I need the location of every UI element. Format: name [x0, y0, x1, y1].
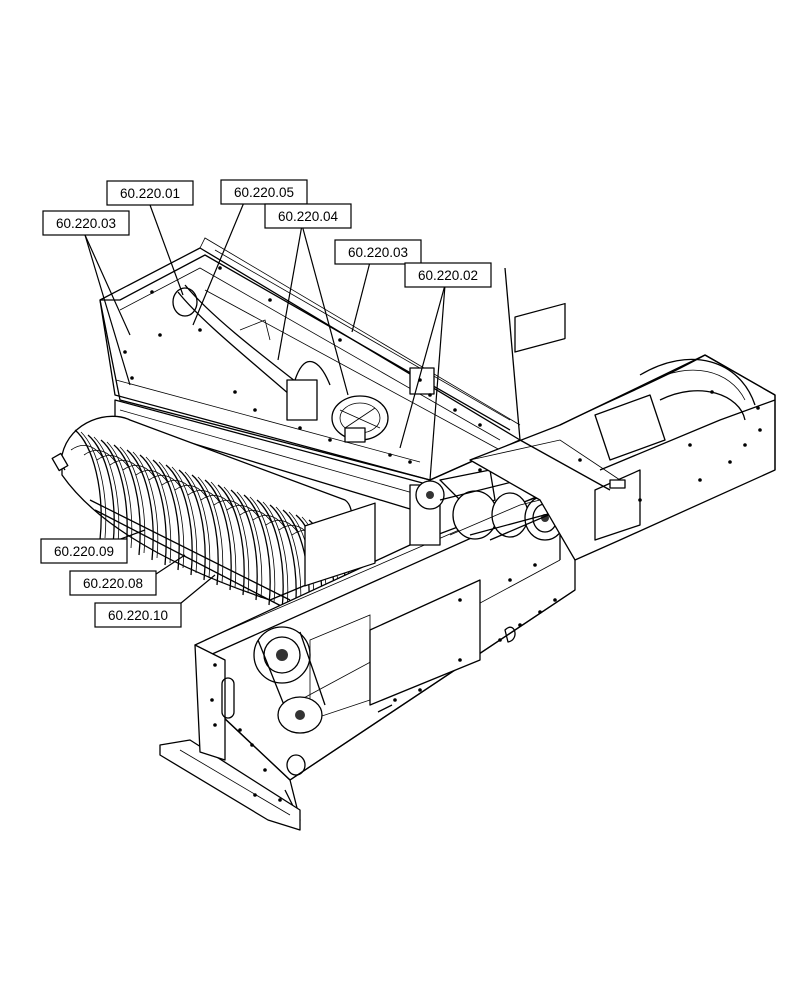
rotor-tine-curl: [239, 510, 273, 524]
rotor-tine: [230, 489, 258, 601]
rotor-tine-inner: [171, 466, 198, 574]
leader-c6a: [399, 284, 446, 449]
rotor-tine-inner: [262, 501, 289, 609]
leader-c2: [192, 199, 246, 326]
rotor-tine-inner: [158, 461, 185, 569]
drive-assembly: [409, 302, 601, 560]
svg-text:60.220.05: 60.220.05: [234, 185, 294, 200]
rotor-tine-curl: [187, 490, 221, 504]
rotor-tine: [217, 484, 245, 596]
callout-60-220-01: 60.220.01: [106, 180, 194, 206]
leader-c4a: [277, 224, 303, 361]
leader-c9: [174, 574, 216, 609]
svg-text:60.220.09: 60.220.09: [54, 544, 114, 559]
callout-60-220-10: 60.220.10: [94, 602, 182, 628]
rotor-tine-curl: [122, 465, 156, 479]
svg-text:60.220.03: 60.220.03: [56, 216, 116, 231]
rotor-tine-inner: [145, 456, 172, 564]
rotor-tine-inner: [249, 496, 276, 604]
rotor-tine-curl: [226, 505, 260, 519]
rotor-tine-curl: [148, 475, 182, 489]
leader-c6b: [429, 284, 446, 481]
rotor-tine-inner: [184, 471, 211, 579]
rotor-tine: [256, 499, 284, 611]
callout-60-220-05: 60.220.05: [220, 179, 308, 205]
rotor-tine-inner: [119, 446, 146, 554]
callout-60-220-08: 60.220.08: [69, 570, 157, 596]
callout-60-220-03-right: 60.220.03: [334, 239, 422, 265]
rotor-tine-curl: [200, 495, 234, 509]
callout-60-220-09: 60.220.09: [40, 538, 128, 564]
rotor-tine-inner: [80, 431, 107, 539]
rotor-tine-curl: [252, 515, 286, 529]
leader-lines: [84, 199, 446, 609]
rotor-tine: [178, 469, 206, 581]
rotor-tine: [113, 444, 141, 556]
rotor-tine-inner: [197, 476, 224, 584]
rotor-tine-inner: [236, 491, 263, 599]
rotor-tine-curl: [213, 500, 247, 514]
upper-housing: [99, 237, 521, 516]
rotor-tine: [152, 459, 180, 571]
rotor-tine-curl: [174, 485, 208, 499]
rotor-tine-curl: [135, 470, 169, 484]
rotor-tine-curl: [96, 455, 130, 469]
rotor-tine: [139, 454, 167, 566]
svg-text:60.220.01: 60.220.01: [120, 186, 180, 201]
rotor-tine-inner: [106, 441, 133, 549]
rotor-tine: [100, 439, 128, 551]
leader-c1: [149, 204, 184, 296]
rotor-tine-curl: [70, 445, 104, 459]
right-hood: [469, 354, 776, 561]
rotor-tine: [87, 434, 115, 546]
leader-c5: [351, 261, 371, 333]
callout-60-220-03-left: 60.220.03: [42, 210, 130, 236]
svg-text:60.220.02: 60.220.02: [418, 268, 478, 283]
leader-c3b: [84, 234, 131, 386]
leader-c7: [117, 529, 146, 541]
rotor-tine: [74, 429, 102, 541]
leader-c3a: [84, 234, 131, 336]
rotor-tine-curl: [109, 460, 143, 474]
callout-60-220-02: 60.220.02: [404, 262, 492, 288]
rotor-tine-curl: [265, 520, 299, 534]
svg-text:60.220.03: 60.220.03: [348, 245, 408, 260]
svg-text:60.220.10: 60.220.10: [108, 608, 168, 623]
rotor-tine-curl: [83, 450, 117, 464]
rotor-tine-curl: [161, 480, 195, 494]
rotor-tine: [204, 479, 232, 591]
rotor-tine-inner: [223, 486, 250, 594]
svg-text:60.220.04: 60.220.04: [278, 209, 339, 224]
callout-60-220-04: 60.220.04: [264, 203, 352, 229]
leader-c4b: [301, 224, 349, 396]
rotor-tine: [191, 474, 219, 586]
rotor-tine: [126, 449, 154, 561]
rotor-tine-inner: [93, 436, 120, 544]
svg-text:60.220.08: 60.220.08: [83, 576, 143, 591]
